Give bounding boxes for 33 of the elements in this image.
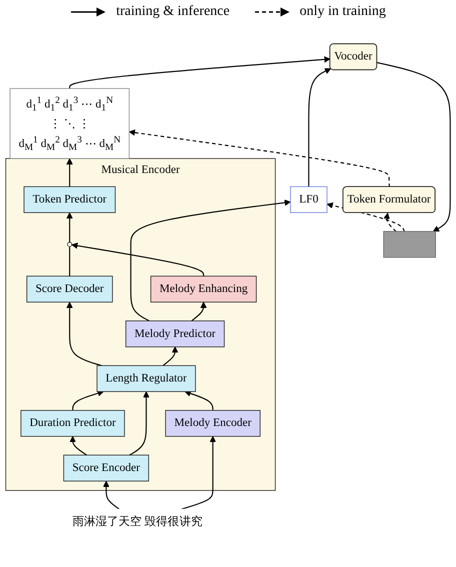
- arrow: [69, 56, 330, 89]
- arrow: [308, 68, 332, 187]
- arrow: [71, 242, 204, 276]
- arrow: [103, 480, 120, 510]
- arrow: [72, 390, 104, 410]
- arrow: [181, 436, 216, 510]
- arrow: [384, 212, 396, 232]
- node-circle: [67, 242, 72, 247]
- arrow: [129, 391, 150, 456]
- node-box: LF0: [290, 186, 328, 214]
- arrow: [66, 212, 73, 242]
- arrow: [70, 436, 88, 456]
- legend-text: only in training: [300, 4, 386, 20]
- connector: [69, 246, 70, 276]
- node-box: Melody Predictor: [125, 320, 225, 348]
- arrow: [66, 302, 102, 366]
- legend-text: training & inference: [116, 4, 230, 20]
- node-box: Token Predictor: [24, 186, 116, 214]
- node-box: Melody Enhancing: [150, 276, 257, 302]
- arrow: [376, 62, 451, 232]
- arrow: [130, 200, 291, 322]
- arrow: [162, 346, 178, 366]
- arrow: [128, 129, 390, 188]
- arrow: [191, 302, 207, 322]
- node-box: Score Decoder: [26, 276, 113, 302]
- node-box: Length Regulator: [96, 365, 196, 392]
- node-box: Duration Predictor: [20, 410, 125, 437]
- arrow: [184, 390, 214, 410]
- node-box: Melody Encoder: [165, 410, 260, 437]
- node-box: Score Encoder: [63, 454, 150, 482]
- node-box: [383, 231, 436, 258]
- arrow: [66, 158, 73, 187]
- node-text: 雨淋湿了天空 毁得很讲究: [72, 516, 202, 528]
